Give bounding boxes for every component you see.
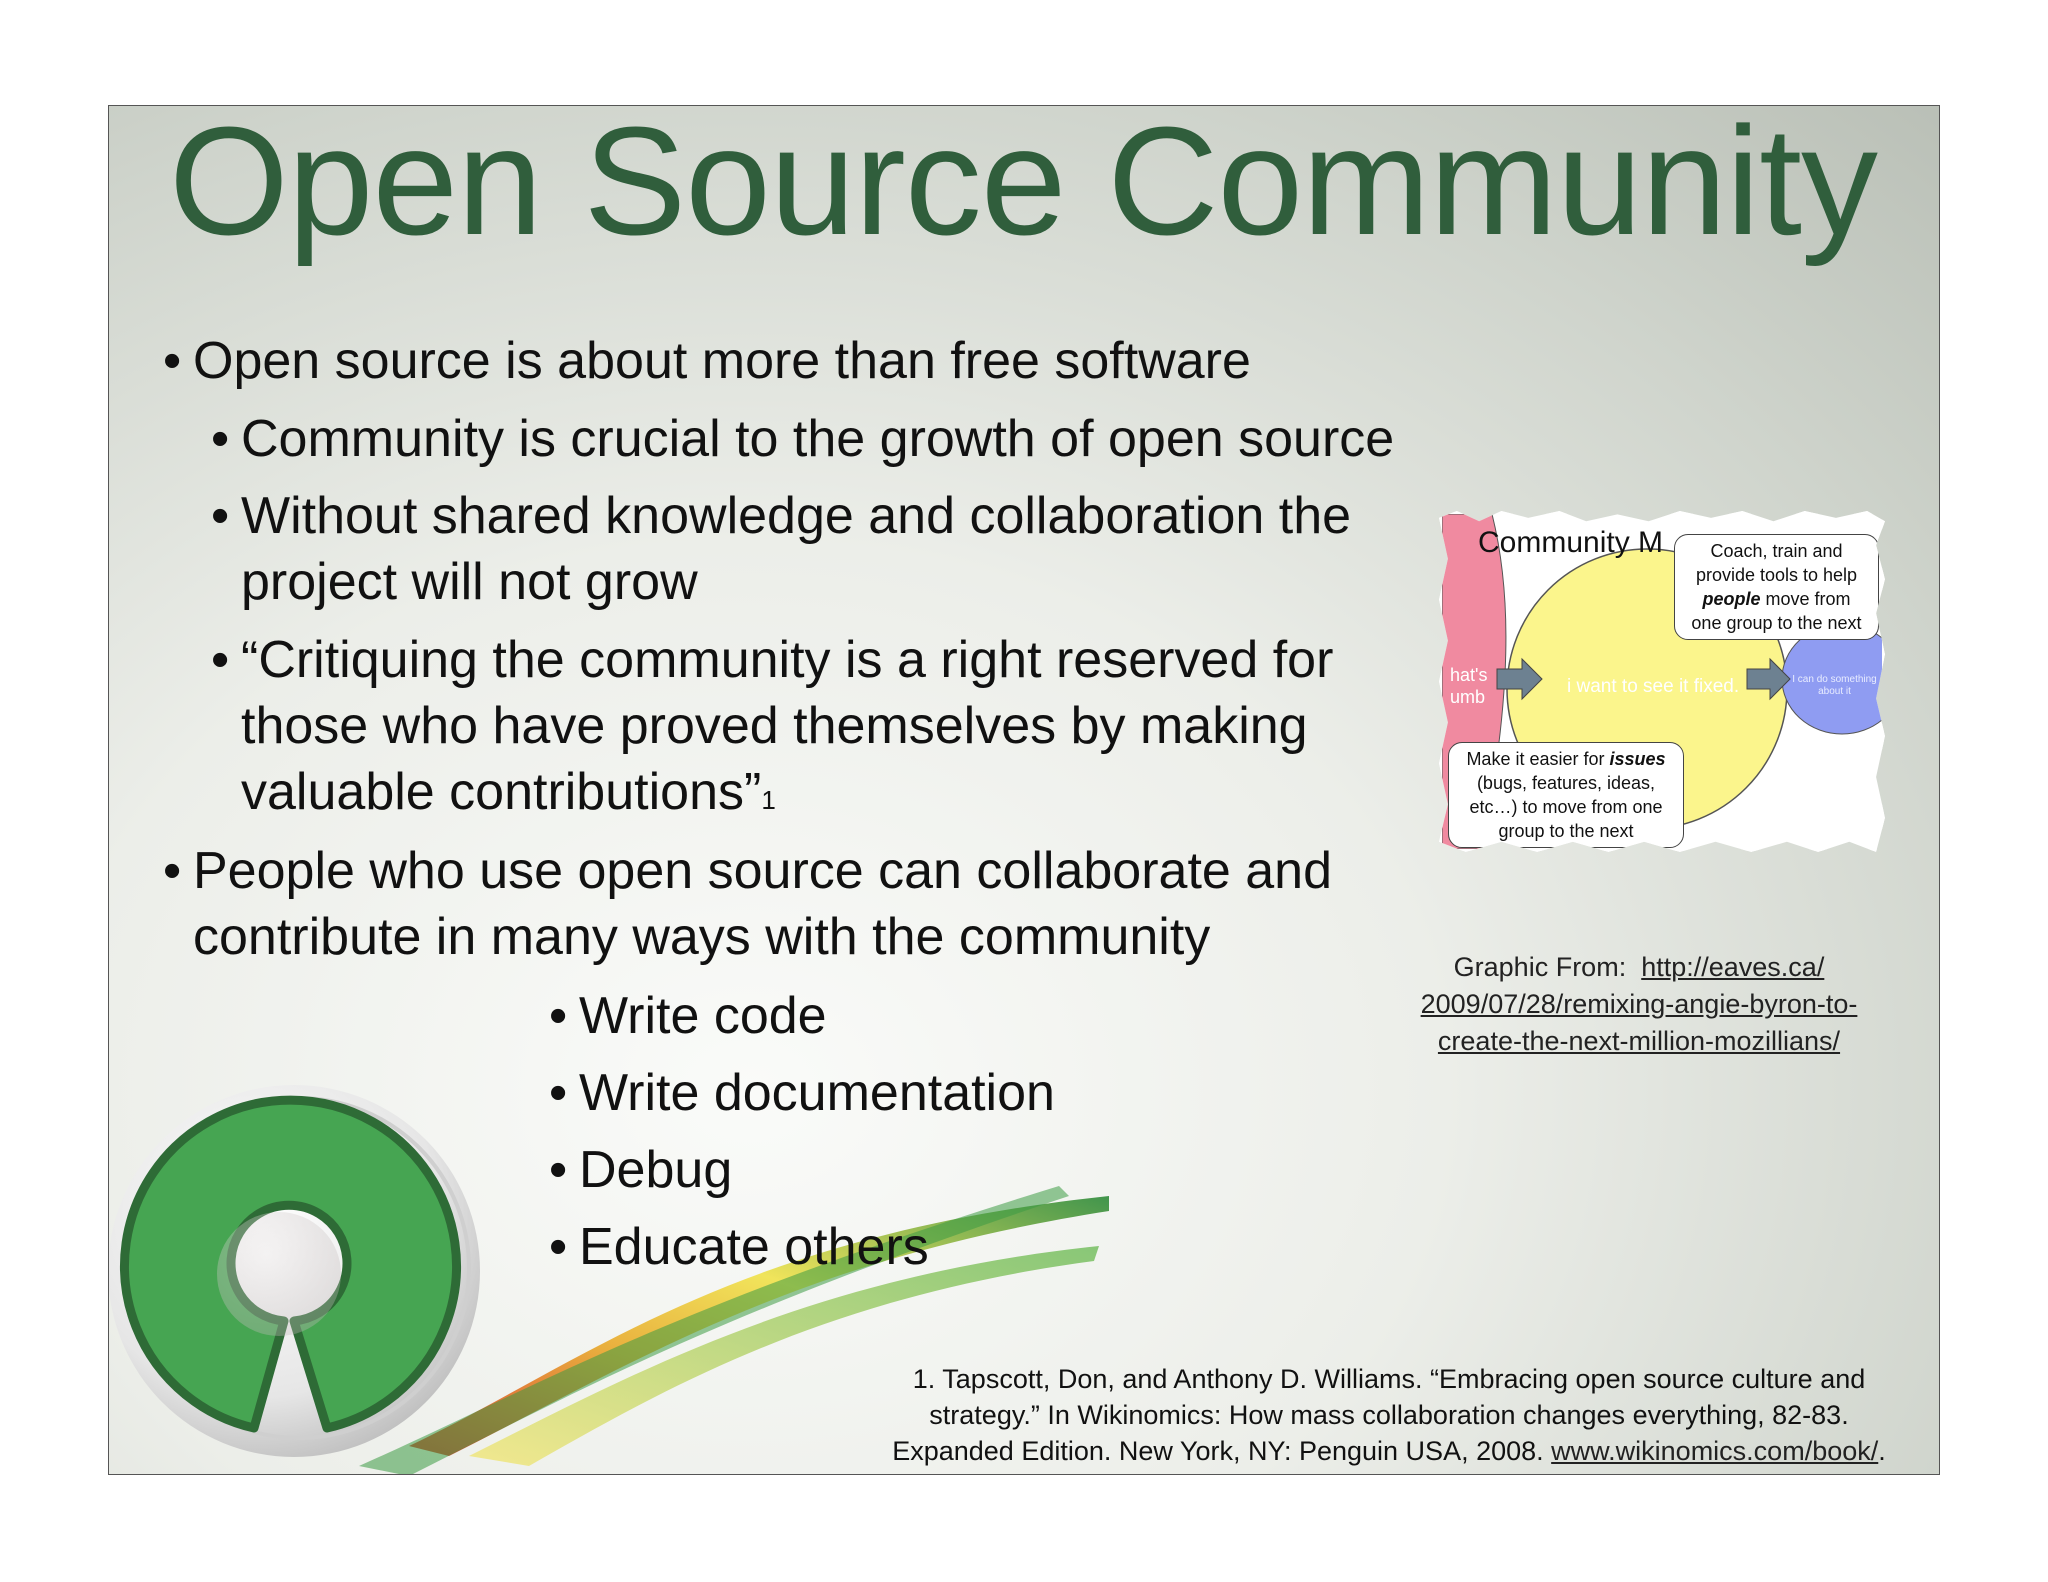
bullet-dot: • [163,842,182,900]
graphic-mid-text: i want to see it fixed. [1567,676,1740,697]
bullet-text: People who use open source can collabora… [193,842,1333,966]
bubble-line: people move from [1681,587,1872,611]
bubble-line: one group to the next [1691,613,1862,633]
footnote-mark: 1 [761,785,776,815]
bullet-text: Write code [579,987,827,1045]
open-source-logo [109,1085,1109,1474]
bullet-item: • Write code [549,983,827,1049]
bubble-line: etc…) to move from one [1469,797,1663,817]
bubble-text: move from [1760,589,1851,609]
slide-title: Open Source Community [169,105,1878,267]
bullet-text: Open source is about more than free soft… [193,332,1251,390]
footnote-citation: 1. Tapscott, Don, and Anthony D. William… [869,1361,1909,1469]
bullet-item: • People who use open source can collabo… [163,838,1343,970]
bullet-dot: • [549,1064,568,1122]
bullet-dot: • [549,987,568,1045]
bubble-emphasis: issues [1609,749,1666,769]
bullet-text: Without shared knowledge and collaborati… [241,487,1352,611]
bubble-text: Make it easier for [1466,749,1610,769]
bullet-text: Educate others [579,1218,929,1276]
bubble-line: Coach, train and [1710,541,1843,561]
bullet-dot: • [163,332,182,390]
bullet-item: • Open source is about more than free so… [163,328,1251,394]
bubble-line: provide tools to help [1695,565,1858,585]
footnote-text: Expanded Edition. New York, NY: Penguin … [892,1436,1552,1466]
bullet-item: • Without shared knowledge and collabora… [211,483,1441,615]
bullet-text: Debug [579,1141,733,1199]
credit-label: Graphic From: [1453,952,1627,982]
bullet-dot: • [549,1218,568,1276]
footnote-trailing: . [1878,1436,1886,1466]
bubble-line: Make it easier for issues [1455,747,1677,771]
bubble-emphasis: people [1702,589,1761,609]
bullet-item: • “Critiquing the community is a right r… [211,627,1421,833]
bubble-line: group to the next [1498,821,1634,841]
footnote-line: strategy.” In Wikinomics: How mass colla… [929,1400,1849,1430]
left-line: umb [1450,687,1486,707]
bullet-item: • Debug [549,1137,733,1203]
bullet-dot: • [211,487,230,545]
bullet-item: • Write documentation [549,1060,1055,1126]
bullet-item: • Educate others [549,1214,929,1280]
footnote-line: 1. Tapscott, Don, and Anthony D. William… [912,1364,1866,1394]
left-line: hat's [1450,665,1488,685]
credit-link[interactable]: 2009/07/28/remixing-angie-byron-to- [1420,989,1858,1019]
bullet-item: • Community is crucial to the growth of … [211,406,1395,472]
credit-link[interactable]: create-the-next-million-mozillians/ [1437,1026,1841,1056]
bubble-line: (bugs, features, ideas, [1476,773,1656,793]
bullet-dot: • [549,1141,568,1199]
community-graphic: Community M hat's umb i want to see it f… [1439,511,1885,852]
credit-link[interactable]: http://eaves.ca/ [1641,952,1825,982]
bullet-text: Community is crucial to the growth of op… [241,410,1395,468]
graphic-left-text: hat's umb [1450,664,1487,708]
bullet-text: “Critiquing the community is a right res… [241,631,1334,821]
bullet-text: Write documentation [579,1064,1055,1122]
speech-bubble-coach: Coach, train and provide tools to help p… [1674,534,1879,640]
slide: Open Source Community • Open source is a… [108,105,1940,1475]
graphic-right-text: I can do something about it [1792,674,1877,697]
speech-bubble-issues: Make it easier for issues (bugs, feature… [1448,742,1684,848]
bullet-dot: • [211,631,230,689]
bullet-dot: • [211,410,230,468]
footnote-line: Expanded Edition. New York, NY: Penguin … [869,1433,1909,1469]
footnote-link[interactable]: www.wikinomics.com/book/ [1551,1436,1879,1466]
graphic-card: Community M hat's umb i want to see it f… [1439,511,1885,852]
graphic-credit: Graphic From: http://eaves.ca/ 2009/07/2… [1379,949,1899,1060]
graphic-title: Community M [1478,526,1664,559]
